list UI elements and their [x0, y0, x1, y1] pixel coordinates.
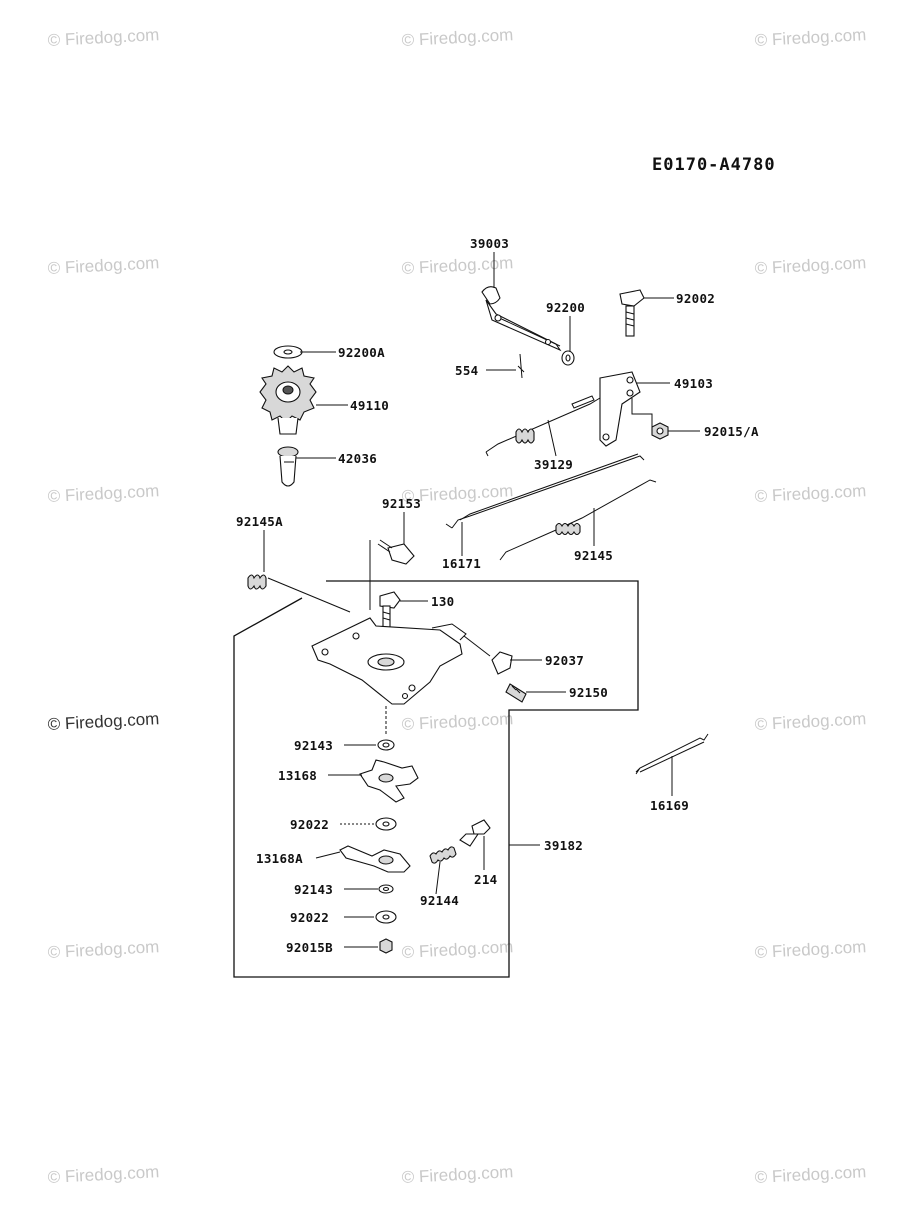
part-92153-bolt — [377, 539, 415, 565]
watermark: © Firedog.com — [47, 1162, 160, 1187]
label-92015A: 92015/A — [704, 424, 759, 439]
watermark: © Firedog.com — [401, 709, 514, 734]
label-92144: 92144 — [420, 893, 459, 908]
watermark: © Firedog.com — [754, 253, 867, 278]
label-92022-lower: 92022 — [290, 910, 329, 925]
watermark: © Firedog.com — [754, 25, 867, 50]
label-49103: 49103 — [674, 376, 713, 391]
part-92015B-nut — [379, 938, 393, 954]
watermark: © Firedog.com — [401, 25, 514, 50]
label-130: 130 — [431, 594, 454, 609]
label-214: 214 — [474, 872, 497, 887]
part-control-bracket-plate — [311, 617, 467, 705]
watermark-main: © Firedog.com — [47, 709, 160, 734]
label-92150: 92150 — [569, 685, 608, 700]
label-92022-upper: 92022 — [290, 817, 329, 832]
watermark: © Firedog.com — [754, 481, 867, 506]
label-92143-upper: 92143 — [294, 738, 333, 753]
label-13168: 13168 — [278, 768, 317, 783]
label-42036: 42036 — [338, 451, 377, 466]
label-554: 554 — [455, 363, 478, 378]
part-92145-spring-rod — [499, 479, 657, 561]
label-16169: 16169 — [650, 798, 689, 813]
part-92037-clip — [491, 651, 513, 675]
label-92200: 92200 — [546, 300, 585, 315]
watermark: © Firedog.com — [47, 25, 160, 50]
part-13168-lever — [359, 759, 419, 803]
part-92002-bolt — [619, 289, 645, 337]
label-92143-lower: 92143 — [294, 882, 333, 897]
label-92145: 92145 — [574, 548, 613, 563]
leader-lines — [263, 252, 700, 948]
control-bracket-assembly — [311, 591, 527, 954]
label-39129: 39129 — [534, 457, 573, 472]
reference-code: E0170-A4780 — [652, 155, 776, 175]
label-92002: 92002 — [676, 291, 715, 306]
part-39129-cable — [485, 395, 601, 457]
part-16169-rod — [635, 733, 709, 775]
part-13168A-lever — [339, 845, 411, 873]
part-130-bolt — [379, 591, 401, 629]
label-92153: 92153 — [382, 496, 421, 511]
watermark: © Firedog.com — [47, 481, 160, 506]
label-92015B: 92015B — [286, 940, 333, 955]
assembly-frame-39182 — [233, 580, 639, 978]
watermark: © Firedog.com — [401, 253, 514, 278]
watermark: © Firedog.com — [47, 253, 160, 278]
part-554-pin — [517, 353, 525, 379]
watermarks: © Firedog.com © Firedog.com © Firedog.co… — [47, 25, 867, 1187]
label-39182: 39182 — [544, 838, 583, 853]
part-16171-rod — [445, 455, 645, 529]
label-39003: 39003 — [470, 236, 509, 251]
governor-gear-assembly — [259, 345, 317, 487]
label-92037: 92037 — [545, 653, 584, 668]
label-49110: 49110 — [350, 398, 389, 413]
watermark: © Firedog.com — [401, 1162, 514, 1187]
label-13168A: 13168A — [256, 851, 303, 866]
label-92200A: 92200A — [338, 345, 385, 360]
part-labels: 39003 92002 92200 554 49103 92015/A 3912… — [236, 236, 759, 955]
watermark: © Firedog.com — [754, 1162, 867, 1187]
part-92144-spring — [429, 846, 457, 864]
part-92150-screw — [505, 683, 527, 703]
control-lever-upper-assembly — [445, 286, 669, 561]
watermark: © Firedog.com — [401, 937, 514, 962]
watermark: © Firedog.com — [47, 937, 160, 962]
watermark: © Firedog.com — [754, 709, 867, 734]
part-49110-gear — [259, 365, 317, 435]
part-39003-shaft — [481, 286, 562, 352]
label-92145A: 92145A — [236, 514, 283, 529]
label-16171: 16171 — [442, 556, 481, 571]
part-49103-lever — [599, 371, 641, 447]
part-214-screw — [459, 819, 491, 847]
watermark: © Firedog.com — [754, 937, 867, 962]
part-42036-shaft — [277, 446, 299, 487]
part-92145A-spring — [247, 574, 351, 613]
